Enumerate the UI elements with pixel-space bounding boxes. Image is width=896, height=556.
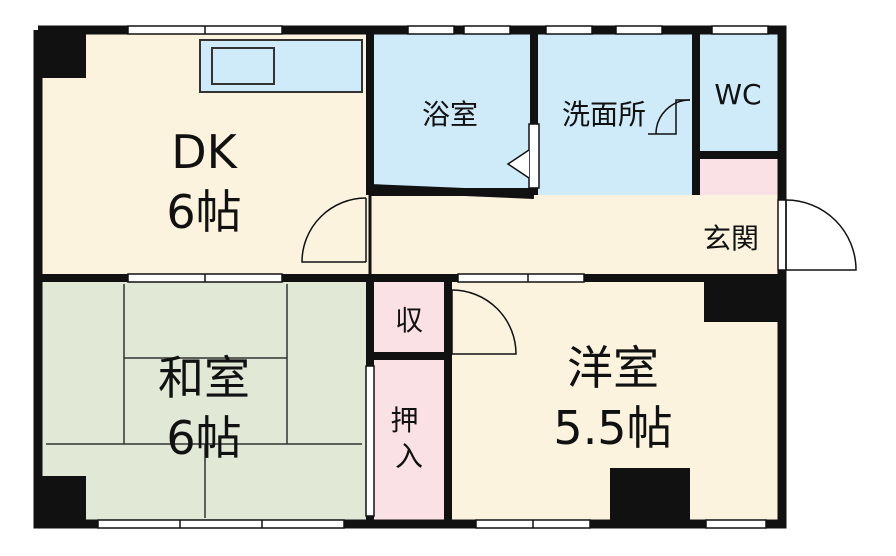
yoshitsu-size: 5.5帖 (553, 401, 672, 455)
closet-room (370, 356, 448, 524)
bath-folding-door (506, 123, 540, 189)
wc-name: WC (714, 78, 761, 111)
washitsu-name: 和室 (158, 351, 250, 405)
window-dividers (179, 26, 534, 528)
closet-name-char-2: 入 (395, 440, 423, 473)
dk-size: 6帖 (166, 185, 241, 239)
entrance-floor (696, 155, 782, 195)
door-swings (301, 99, 857, 355)
closet-name: 押 入 (391, 404, 428, 473)
entrance-name: 玄関 (703, 222, 759, 255)
yoshitsu-name: 洋室 (567, 341, 659, 395)
kitchen-sink (211, 47, 275, 85)
washitsu-size: 6帖 (166, 411, 241, 465)
bath-room (370, 30, 534, 195)
storage-name: 収 (395, 304, 423, 337)
closet-name-char-1: 押 (391, 404, 419, 437)
tatami-lines (46, 284, 362, 518)
columns (38, 30, 782, 524)
yoshitsu-sliding-door (457, 273, 585, 283)
hall-floor (370, 195, 782, 278)
washroom-room (534, 30, 696, 195)
dk-name: DK (171, 125, 238, 179)
closet-sliding-door (365, 365, 375, 517)
washitsu-room (38, 278, 370, 524)
bath-name: 浴室 (422, 98, 478, 131)
washroom-name: 洗面所 (562, 98, 646, 131)
wc-room (696, 30, 782, 155)
storage-room (370, 278, 448, 356)
